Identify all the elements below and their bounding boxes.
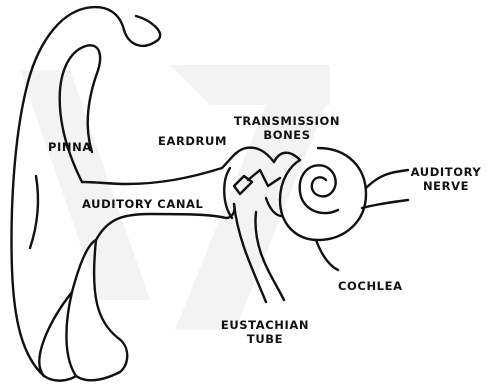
label-pinna: PINNA [48,140,92,154]
label-auditory-nerve-line2: NERVE [410,179,482,193]
label-eardrum: EARDRUM [158,134,227,148]
label-auditory-nerve-line1: AUDITORY [410,165,482,179]
label-cochlea: COCHLEA [338,279,403,293]
pinna-inner-fold [30,176,38,248]
label-eustachian-tube-line1: EUSTACHIAN [216,318,314,332]
label-transmission-bones-line2: BONES [225,128,349,142]
label-auditory-canal: AUDITORY CANAL [82,197,203,211]
label-transmission-bones: TRANSMISSION BONES [225,114,349,142]
label-auditory-canal-text: AUDITORY CANAL [82,197,203,211]
auditory-nerve [362,200,408,208]
label-cochlea-text: COCHLEA [338,279,403,293]
cochlea [316,240,338,270]
label-eardrum-text: EARDRUM [158,134,227,148]
auditory-nerve [366,170,408,188]
label-transmission-bones-line1: TRANSMISSION [225,114,349,128]
cochlea-spiral [300,165,338,213]
label-auditory-nerve: AUDITORY NERVE [410,165,482,193]
label-eustachian-tube: EUSTACHIAN TUBE [216,318,314,346]
label-eustachian-tube-line2: TUBE [216,332,314,346]
label-pinna-text: PINNA [48,140,92,154]
